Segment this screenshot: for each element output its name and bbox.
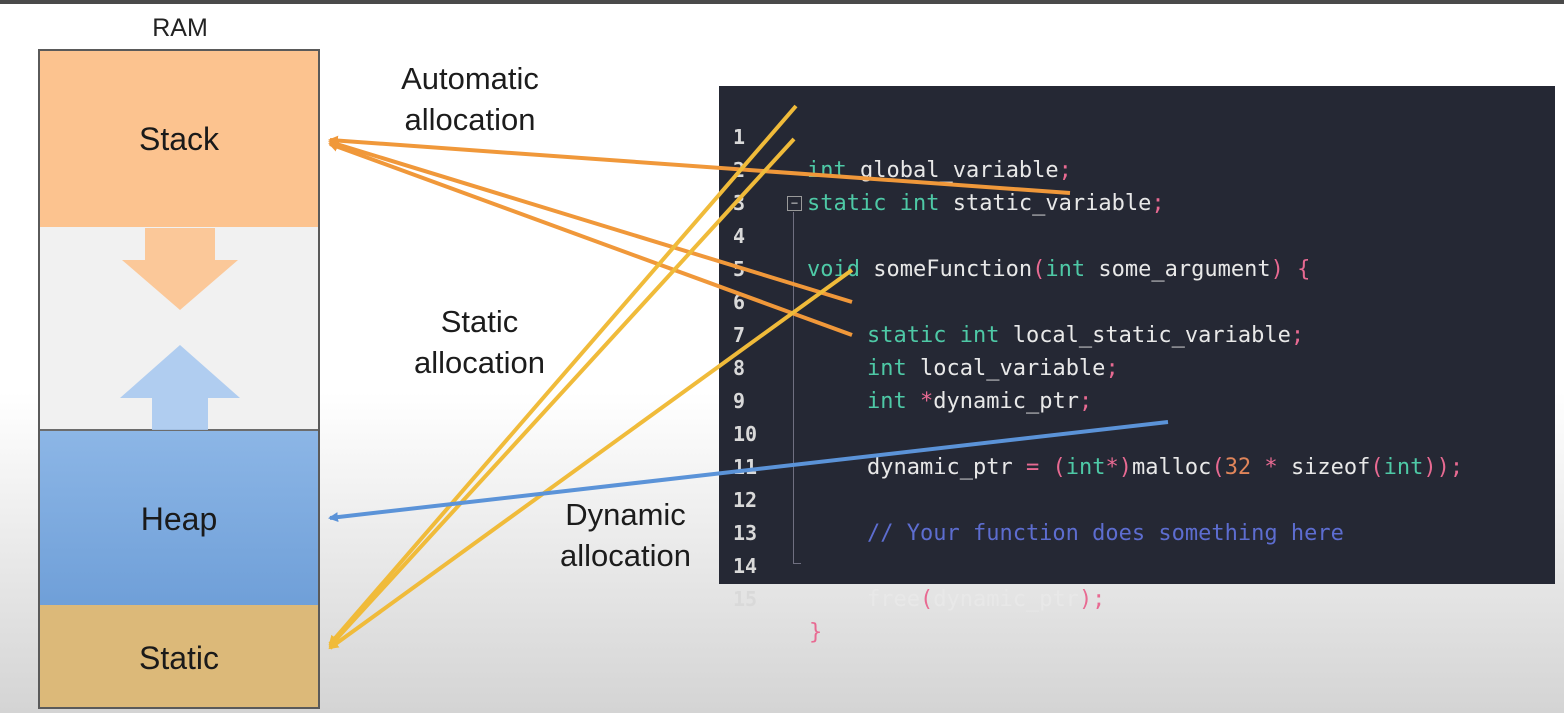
code-token: static_variable	[939, 191, 1152, 216]
code-token: int	[1065, 455, 1106, 480]
code-line: 9	[719, 352, 772, 413]
indent-guide	[793, 212, 794, 564]
code-token: ;	[1105, 356, 1119, 381]
dynamic-allocation-label: Dynamic allocation	[538, 494, 713, 576]
dynamic-allocation-line-1: Dynamic	[565, 497, 686, 532]
code-line: 6 static int local_static_variable;	[719, 253, 1304, 348]
code-token: int	[1045, 257, 1086, 282]
line-number: 15	[733, 587, 758, 611]
automatic-allocation-label: Automatic allocation	[380, 58, 560, 140]
static-arrow-local-static	[328, 268, 854, 650]
static-arrow-static	[328, 137, 796, 648]
code-token: ;	[1151, 191, 1165, 216]
code-line: 12 // Your function does something here	[719, 451, 1344, 546]
code-token: ));	[1423, 455, 1464, 480]
code-token: ;	[1058, 158, 1072, 183]
code-token: dynamic_ptr	[867, 455, 1026, 480]
code-line: 13	[719, 484, 772, 545]
code-token: local_variable	[906, 356, 1106, 381]
code-token: dynamic_ptr	[933, 587, 1079, 612]
automatic-allocation-line-1: Automatic	[401, 61, 539, 96]
code-token: static int	[867, 323, 1000, 348]
code-token: ;	[1290, 323, 1305, 348]
heap-label: Heap	[140, 500, 218, 537]
code-token: (	[1211, 455, 1225, 480]
dynamic-allocation-line-2: allocation	[560, 538, 691, 573]
code-token: int	[867, 389, 907, 414]
code-token: 32	[1224, 455, 1252, 480]
code-line: 15 }	[719, 550, 822, 645]
code-line: 14 free(dynamic_ptr);	[719, 517, 1105, 612]
code-token: static int	[807, 191, 940, 216]
code-editor: − 1 int global_variable; 2 static int st…	[719, 86, 1555, 645]
code-token: local_static_variable	[999, 323, 1291, 348]
code-token: (	[919, 587, 934, 612]
code-line: 7 int local_variable;	[719, 286, 1119, 381]
stack-segment: Stack	[40, 51, 318, 229]
automatic-allocation-line-2: allocation	[404, 102, 536, 137]
static-allocation-line-1: Static	[440, 304, 519, 339]
indent-guide-end	[793, 563, 801, 564]
line-number: 8	[733, 356, 746, 380]
line-number: 1	[733, 125, 746, 149]
code-token: malloc	[1131, 455, 1212, 480]
static-allocation-line-2: allocation	[414, 345, 545, 380]
ram-title: RAM	[152, 14, 208, 42]
line-number: 10	[733, 422, 758, 446]
code-comment: // Your function does something here	[867, 521, 1344, 546]
code-line: 11	[719, 418, 772, 479]
line-number: 9	[733, 389, 746, 413]
code-token: );	[1078, 587, 1106, 612]
code-token: (	[1370, 455, 1384, 480]
code-token: sizeof	[1290, 455, 1371, 480]
code-token: }	[809, 620, 823, 645]
stack-label: Stack	[138, 120, 220, 157]
static-label: Static	[138, 639, 220, 676]
code-token: int	[807, 158, 847, 183]
code-token: (	[1032, 257, 1046, 282]
code-token: some_argument	[1085, 257, 1271, 282]
line-number: 14	[733, 554, 758, 578]
stack-arrow-local	[328, 139, 853, 304]
code-token: ) {	[1270, 257, 1311, 282]
code-token: = (	[1025, 455, 1066, 480]
code-line: 8 int *dynamic_ptr;	[719, 319, 1092, 414]
line-number: 12	[733, 488, 758, 512]
line-number: 4	[733, 224, 746, 248]
code-token: int	[867, 356, 907, 381]
line-number: 13	[733, 521, 758, 545]
stack-arrow-ptr	[328, 142, 853, 337]
static-segment: Static	[40, 605, 318, 707]
heap-arrow-malloc	[328, 420, 1169, 523]
line-number: 11	[733, 455, 758, 479]
code-line: 2 static int static_variable;	[719, 121, 1165, 216]
static-arrow-global	[328, 104, 798, 646]
code-token: int	[1383, 455, 1424, 480]
fold-minus-icon[interactable]: −	[787, 196, 802, 211]
code-token: ;	[1078, 389, 1093, 414]
code-line: 4 void someFunction(int some_argument) {	[719, 187, 1310, 282]
code-token: someFunction	[859, 257, 1033, 282]
code-token: *	[1251, 455, 1291, 480]
code-token: *)	[1105, 455, 1132, 480]
code-line: 10 dynamic_ptr = (int*)malloc(32 * sizeo…	[719, 385, 1463, 480]
static-allocation-label: Static allocation	[392, 301, 567, 383]
top-edge-bar	[0, 0, 1564, 4]
stack-arrow-argument	[328, 135, 1071, 195]
line-number: 7	[733, 323, 746, 347]
code-token: dynamic_ptr	[933, 389, 1079, 414]
code-token: free	[867, 587, 920, 612]
code-token: *	[906, 389, 934, 414]
heap-growth-arrow	[120, 345, 240, 430]
stack-growth-arrow	[122, 228, 238, 310]
